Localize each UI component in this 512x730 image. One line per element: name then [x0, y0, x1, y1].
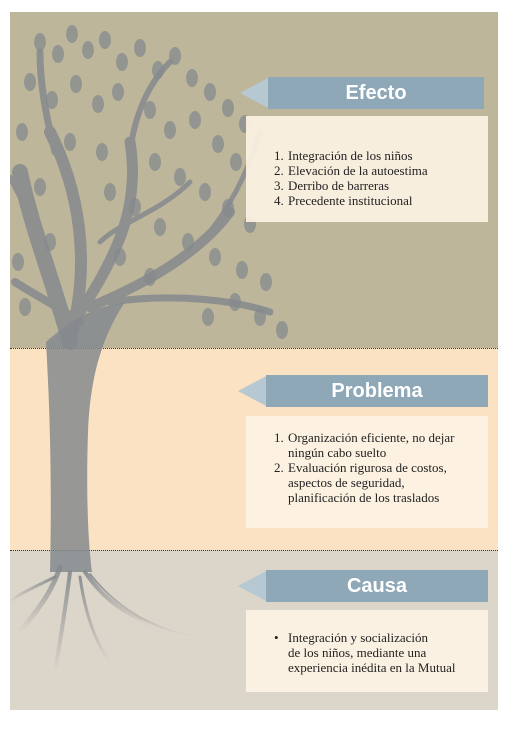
tree-leaves — [12, 25, 288, 339]
effect-header-bar — [268, 77, 484, 109]
list-item: 4.Precedente institucional — [274, 193, 413, 208]
cause-title: Causa — [346, 574, 408, 597]
dotted-divider — [10, 550, 498, 551]
cause-header: Causa — [238, 570, 488, 602]
problem-header: Problema — [238, 375, 488, 407]
arrow-left-icon — [238, 375, 268, 407]
effect-box: 1.Integración de los niños 2.Elevación d… — [246, 116, 488, 222]
list-item: 1.Organización eficiente, no dejar ningú… — [274, 430, 455, 460]
dotted-divider — [10, 348, 498, 349]
list-item: •Integración y socialización de los niño… — [274, 630, 456, 675]
tree-trunk — [46, 302, 125, 572]
tree-roots — [10, 564, 201, 674]
tree-diagram: Efecto 1.Integración de los niños 2.Elev… — [10, 12, 498, 710]
arrow-left-icon — [240, 77, 270, 109]
effect-title: Efecto — [345, 81, 407, 104]
tree-illustration — [10, 25, 288, 674]
list-item: 2.Evaluación rigurosa de costos, aspecto… — [274, 460, 447, 505]
list-item: 3.Derribo de barreras — [274, 178, 390, 193]
problem-header-bar — [266, 375, 488, 407]
problem-box: 1.Organización eficiente, no dejar ningú… — [246, 416, 488, 528]
problem-title: Problema — [331, 379, 423, 402]
effect-header: Efecto — [240, 77, 484, 109]
cause-header-bar — [266, 570, 488, 602]
cause-box: •Integración y socialización de los niño… — [246, 610, 488, 692]
arrow-left-icon — [238, 570, 268, 602]
list-item: 1.Integración de los niños — [274, 148, 413, 163]
list-item: 2.Elevación de la autoestima — [274, 163, 428, 178]
